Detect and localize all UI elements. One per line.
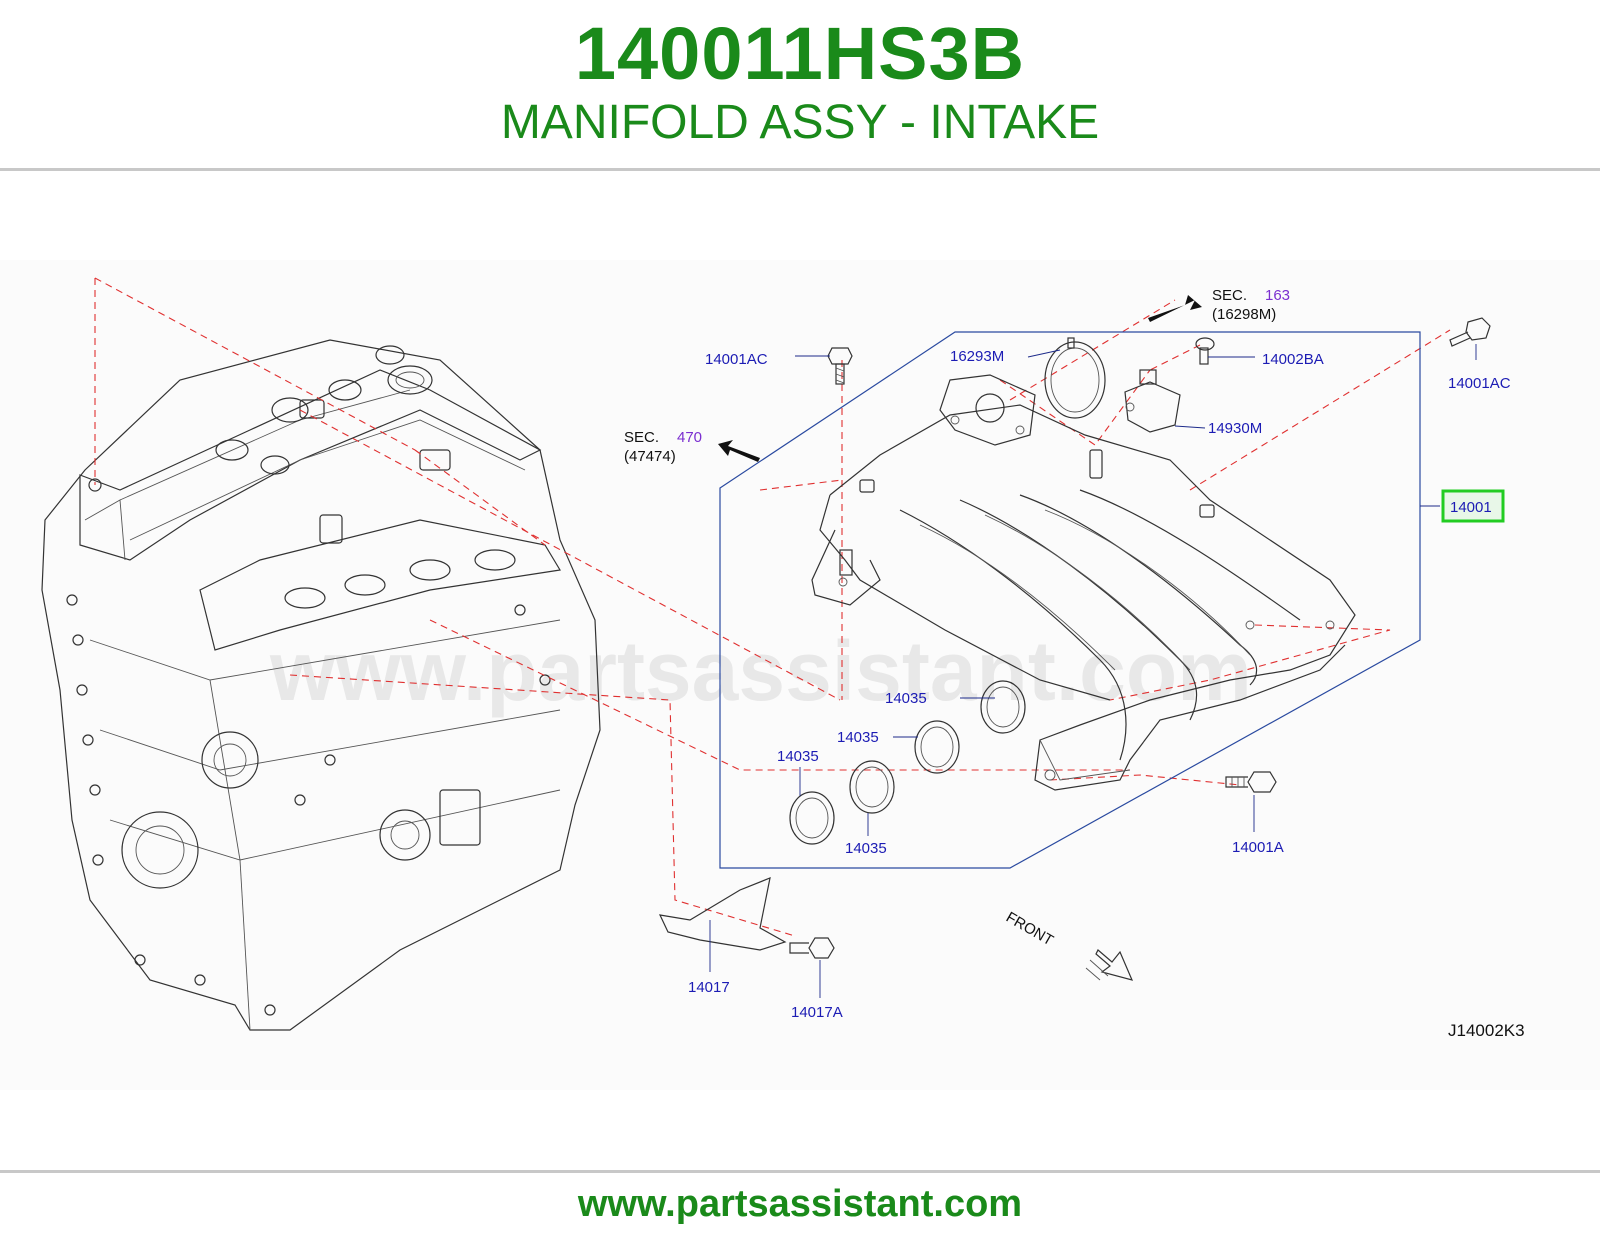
clamp-16293M	[1044, 337, 1106, 419]
bolt-14001AC-left	[827, 347, 853, 385]
parts-diagram-svg: www.partsassistant.com	[41, 277, 1525, 1040]
page-header: 140011HS3B MANIFOLD ASSY - INTAKE	[0, 0, 1600, 168]
part-number-title: 140011HS3B	[574, 12, 1026, 95]
callout-14001AC-left[interactable]: 14001AC	[705, 351, 768, 368]
intake-manifold-illustration	[811, 374, 1356, 791]
sec470-link[interactable]: 470	[677, 429, 702, 446]
callout-14001A[interactable]: 14001A	[1232, 839, 1284, 856]
callout-14001AC-right[interactable]: 14001AC	[1448, 375, 1511, 392]
sec163-link[interactable]: 163	[1265, 287, 1290, 304]
dashed-leader-lines	[94, 277, 1451, 937]
bolt-14001A	[1225, 771, 1277, 793]
sensor-14930M	[1124, 369, 1181, 433]
front-arrow-icon	[1085, 949, 1134, 981]
sec163-ref: (16298M)	[1212, 306, 1276, 323]
callout-14017A[interactable]: 14017A	[791, 1004, 843, 1021]
sec470-prefix: SEC.	[624, 429, 659, 446]
callout-14035-a[interactable]: 14035	[885, 690, 927, 707]
header-divider	[0, 168, 1600, 171]
callout-14017[interactable]: 14017	[688, 979, 730, 996]
engine-block-illustration	[41, 339, 601, 1031]
bolt-14017A	[789, 937, 835, 959]
watermark-text: www.partsassistant.com	[269, 624, 1252, 718]
part-name-subtitle: MANIFOLD ASSY - INTAKE	[500, 96, 1100, 149]
bracket-14017	[658, 877, 787, 951]
parts-diagram: www.partsassistant.com	[0, 260, 1600, 1090]
callout-14035-c[interactable]: 14035	[777, 748, 819, 765]
callout-14002BA[interactable]: 14002BA	[1262, 351, 1324, 368]
footer-divider	[0, 1170, 1600, 1173]
sec163-prefix: SEC.	[1212, 287, 1247, 304]
sec470-ref: (47474)	[624, 448, 676, 465]
gasket-14035-set	[789, 680, 1026, 845]
callout-14035-b[interactable]: 14035	[837, 729, 879, 746]
callout-16293M[interactable]: 16293M	[950, 348, 1004, 365]
callout-14001-highlight	[1441, 489, 1505, 523]
footer-website-link[interactable]: www.partsassistant.com	[577, 1183, 1023, 1225]
sec470-arrow	[718, 440, 760, 462]
screw-14002BA	[1195, 337, 1215, 365]
front-label: FRONT	[1003, 909, 1056, 950]
callout-14930M[interactable]: 14930M	[1208, 420, 1262, 437]
callout-leaders	[709, 344, 1477, 998]
callout-14001[interactable]: 14001	[1450, 499, 1492, 516]
sec163-arrow	[1148, 295, 1202, 322]
callout-14035-d[interactable]: 14035	[845, 840, 887, 857]
bolt-14001AC-right	[1449, 317, 1491, 347]
drawing-code: J14002K3	[1448, 1021, 1525, 1040]
assembly-frame	[719, 331, 1421, 869]
